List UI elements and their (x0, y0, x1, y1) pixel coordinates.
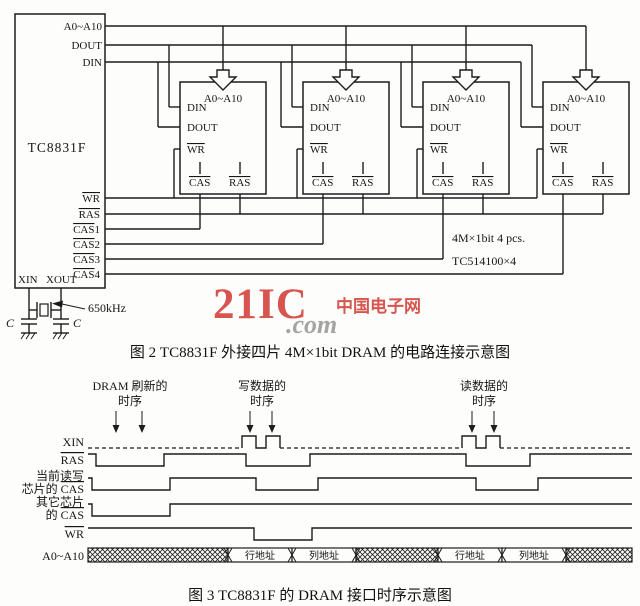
address-bus-arrow-icon (208, 69, 238, 91)
bus-label-col-address-1: 列地址 (309, 549, 339, 562)
controller-pin-cas2: CAS2 (73, 239, 100, 251)
down-arrow-icon (490, 425, 498, 433)
bus-lines (105, 25, 603, 275)
controller-pin-wr: WR (82, 193, 100, 205)
bus-label-row-address-1: 行地址 (245, 549, 275, 562)
address-bus-arrow-icon (331, 69, 361, 91)
figure2-caption: 图 2 TC8831F 外接四片 4M×1bit DRAM 的电路连接示意图 (129, 345, 511, 361)
dram-chip-4: A0~A10 DIN DOUT WR CAS RAS (542, 69, 630, 195)
down-arrow-icon (268, 425, 276, 433)
timing-diagram: DRAM 刷新的 时序 写数据的 时序 读数据的 时序 XIN RAS 当前读写… (22, 378, 633, 563)
oscillator-circuit: C C 650kHz (6, 288, 126, 340)
address-bus-arrow-icon (451, 69, 481, 91)
controller-pin-ras: RAS (79, 209, 100, 221)
annotation-refresh: DRAM 刷新的 时序 (92, 378, 168, 433)
annotation-read: 读数据的 时序 (460, 378, 508, 433)
waveform-xin (88, 435, 632, 449)
svg-text:读数据的: 读数据的 (460, 378, 508, 393)
chip-pin-ras: RAS (229, 177, 250, 189)
chip-pin-addr: A0~A10 (567, 93, 606, 105)
chip-pin-dout: DOUT (187, 122, 218, 134)
crystal-icon (39, 303, 49, 317)
chip-pin-ras: RAS (472, 177, 493, 189)
down-arrow-icon (468, 425, 476, 433)
capacitor-label-right: C (73, 316, 82, 330)
chip-pin-din: DIN (550, 102, 570, 114)
annotation-write: 写数据的 时序 (238, 378, 286, 433)
bus-label-row-address-2: 行地址 (455, 549, 485, 562)
controller-name: TC8831F (28, 140, 87, 155)
chip-pin-cas: CAS (552, 177, 573, 189)
chip-pin-dout: DOUT (550, 122, 581, 134)
chip-pin-wr: WR (430, 144, 448, 156)
chip-pin-dout: DOUT (430, 122, 461, 134)
chip-pin-din: DIN (430, 102, 450, 114)
signal-label-addr: A0~A10 (42, 549, 84, 563)
chip-pin-cas: CAS (189, 177, 210, 189)
controller-pin-addr: A0~A10 (64, 21, 103, 33)
chip-pin-ras: RAS (592, 177, 613, 189)
chip-pin-cas: CAS (312, 177, 333, 189)
waveform-other-cas (88, 503, 632, 517)
waveform-wr (88, 527, 632, 541)
frequency-arrow-icon (52, 300, 63, 308)
controller-pin-din: DIN (82, 57, 102, 69)
chip-pin-wr: WR (310, 144, 328, 156)
controller-pin-cas1: CAS1 (73, 224, 100, 236)
waveform-ras (88, 453, 632, 467)
bus-label-col-address-2: 列地址 (519, 549, 549, 562)
waveform-address-bus: 行地址 列地址 行地址 列地址 (87, 547, 633, 563)
signal-label-current-cas-line2: 芯片的 CAS (22, 481, 84, 496)
chip-pin-din: DIN (310, 102, 330, 114)
chip-pin-ras: RAS (352, 177, 373, 189)
chip-pin-addr: A0~A10 (447, 93, 486, 105)
svg-text:时序: 时序 (250, 393, 274, 408)
chip-connection-wires (157, 26, 604, 274)
chip-pin-wr: WR (550, 144, 568, 156)
signal-label-other-cas-line2: 的 CAS (46, 507, 84, 522)
figure3-caption: 图 3 TC8831F 的 DRAM 接口时序示意图 (188, 588, 452, 604)
down-arrow-icon (246, 425, 254, 433)
waveform-current-cas (88, 477, 632, 491)
down-arrow-icon (112, 425, 120, 433)
signal-label-ras: RAS (61, 453, 84, 467)
crystal-frequency-label: 650kHz (88, 301, 126, 315)
chip-pin-din: DIN (187, 102, 207, 114)
part-note-size: 4M×1bit 4 pcs. (452, 231, 525, 245)
chip-pin-wr: WR (187, 144, 205, 156)
controller-pin-xin: XIN (18, 274, 38, 286)
circuit-diagram: TC8831F A0~A10 DOUT DIN WR RAS CAS1 CAS2… (6, 13, 630, 340)
address-bus-arrow-icon (571, 69, 601, 91)
signal-labels: XIN RAS 当前读写 芯片的 CAS 其它芯片 的 CAS WR A0~A1… (22, 435, 85, 563)
controller-pin-cas3: CAS3 (73, 254, 100, 266)
signal-label-wr: WR (65, 527, 84, 541)
dram-chip-1: A0~A10 DIN DOUT WR CAS RAS (179, 69, 267, 195)
part-note-type: TC514100×4 (452, 254, 516, 268)
signal-label-current-cas-line1: 当前读写 (36, 468, 84, 483)
signal-label-xin: XIN (63, 435, 85, 449)
controller-pin-xout: XOUT (46, 274, 77, 286)
svg-text:DRAM 刷新的: DRAM 刷新的 (92, 378, 167, 393)
chip-pin-addr: A0~A10 (204, 93, 243, 105)
chip-pin-addr: A0~A10 (327, 93, 366, 105)
controller-pin-cas4: CAS4 (73, 269, 100, 281)
controller-pin-dout: DOUT (71, 40, 102, 52)
signal-label-other-cas-line1: 其它芯片 (36, 494, 84, 509)
dram-chip-2: A0~A10 DIN DOUT WR CAS RAS (302, 69, 390, 195)
svg-text:时序: 时序 (118, 393, 142, 408)
svg-text:时序: 时序 (472, 393, 496, 408)
svg-text:写数据的: 写数据的 (238, 378, 286, 393)
down-arrow-icon (138, 425, 146, 433)
chip-pin-dout: DOUT (310, 122, 341, 134)
controller-tc8831f: TC8831F A0~A10 DOUT DIN WR RAS CAS1 CAS2… (14, 13, 106, 289)
dram-chip-3: A0~A10 DIN DOUT WR CAS RAS (422, 69, 510, 195)
chip-pin-cas: CAS (432, 177, 453, 189)
capacitor-label-left: C (6, 316, 15, 330)
